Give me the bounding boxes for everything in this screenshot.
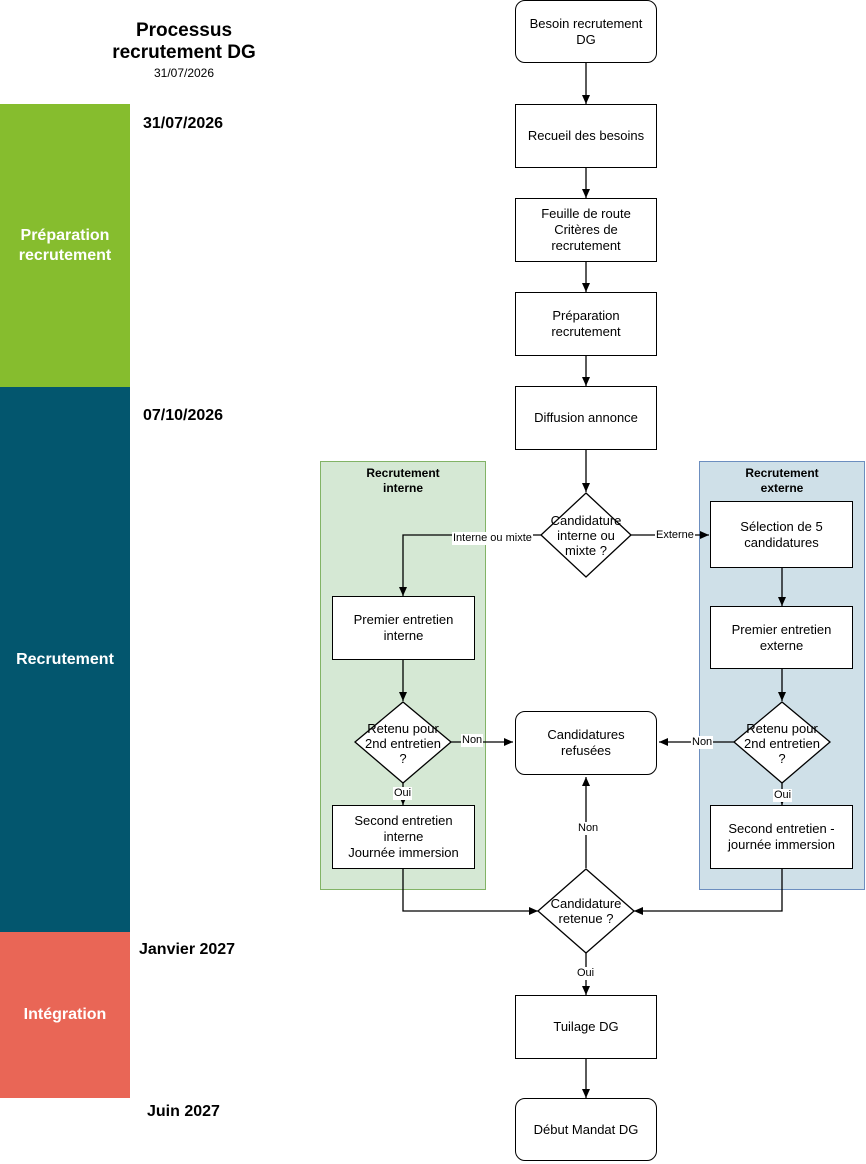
date-recrutement: 07/10/2026	[143, 407, 224, 424]
decision-retenue-label: Candidature retenue ?	[550, 896, 622, 926]
edge-second-interne-retenue	[402, 869, 538, 915]
node-premier-externe: Premier entretien externe	[710, 606, 853, 669]
node-feuille: Feuille de route Critères de recrutement	[515, 198, 657, 262]
node-premier-interne: Premier entretien interne	[332, 596, 475, 660]
decision-retenu-externe-label: Retenu pour 2nd entretien ?	[744, 720, 820, 766]
group-interne-title: Recrutement interne	[366, 466, 440, 495]
decision-candidature-type	[540, 492, 632, 578]
node-preparation: Préparation recrutement	[515, 292, 657, 356]
phase-integration-label: Intégration	[23, 1006, 107, 1023]
node-selection: Sélection de 5 candidatures	[710, 501, 853, 568]
decision-retenue	[537, 868, 635, 954]
node-recueil: Recueil des besoins	[515, 104, 657, 168]
node-diffusion: Diffusion annonce	[515, 386, 657, 450]
date-integration: Janvier 2027	[139, 941, 236, 958]
label-oui-externe: Oui	[773, 789, 793, 802]
node-second-interne: Second entretien interne Journée immersi…	[332, 805, 475, 869]
node-refusees: Candidatures refusées	[515, 711, 657, 775]
phase-recrutement: Recrutement	[0, 387, 130, 932]
phase-recrutement-label: Recrutement	[16, 650, 114, 668]
date-preparation: 31/07/2026	[143, 115, 224, 132]
group-externe-title: Recrutement externe	[745, 466, 819, 495]
node-debut: Début Mandat DG	[515, 1098, 657, 1161]
decision-candidature-type-label: Candidature interne ou mixte ?	[550, 512, 622, 558]
date-fin: Juin 2027	[147, 1103, 220, 1120]
label-externe: Externe	[655, 529, 695, 542]
phase-preparation-label: Préparation recrutement	[18, 226, 112, 264]
label-oui-interne: Oui	[393, 787, 413, 800]
decision-retenu-externe	[732, 701, 832, 784]
diagram-subtitle: 31/07/2026	[153, 66, 215, 80]
decision-retenu-interne-label: Retenu pour 2nd entretien ?	[365, 720, 441, 766]
phase-integration: Intégration	[0, 932, 130, 1098]
label-non-externe: Non	[691, 736, 714, 749]
label-oui-retenue: Oui	[576, 967, 596, 980]
decision-retenu-interne	[353, 701, 453, 784]
label-non-interne: Non	[461, 734, 484, 747]
node-tuilage: Tuilage DG	[515, 995, 657, 1059]
node-second-externe: Second entretien - journée immersion	[710, 805, 853, 869]
label-interne-mixte: Interne ou mixte	[452, 532, 533, 545]
diagram-title: Processus recrutement DG	[112, 20, 256, 63]
phase-preparation: Préparation recrutement	[0, 104, 130, 387]
node-besoin: Besoin recrutement DG	[515, 0, 657, 63]
edge-second-externe-retenue	[634, 869, 783, 915]
label-non-retenue: Non	[577, 822, 600, 835]
